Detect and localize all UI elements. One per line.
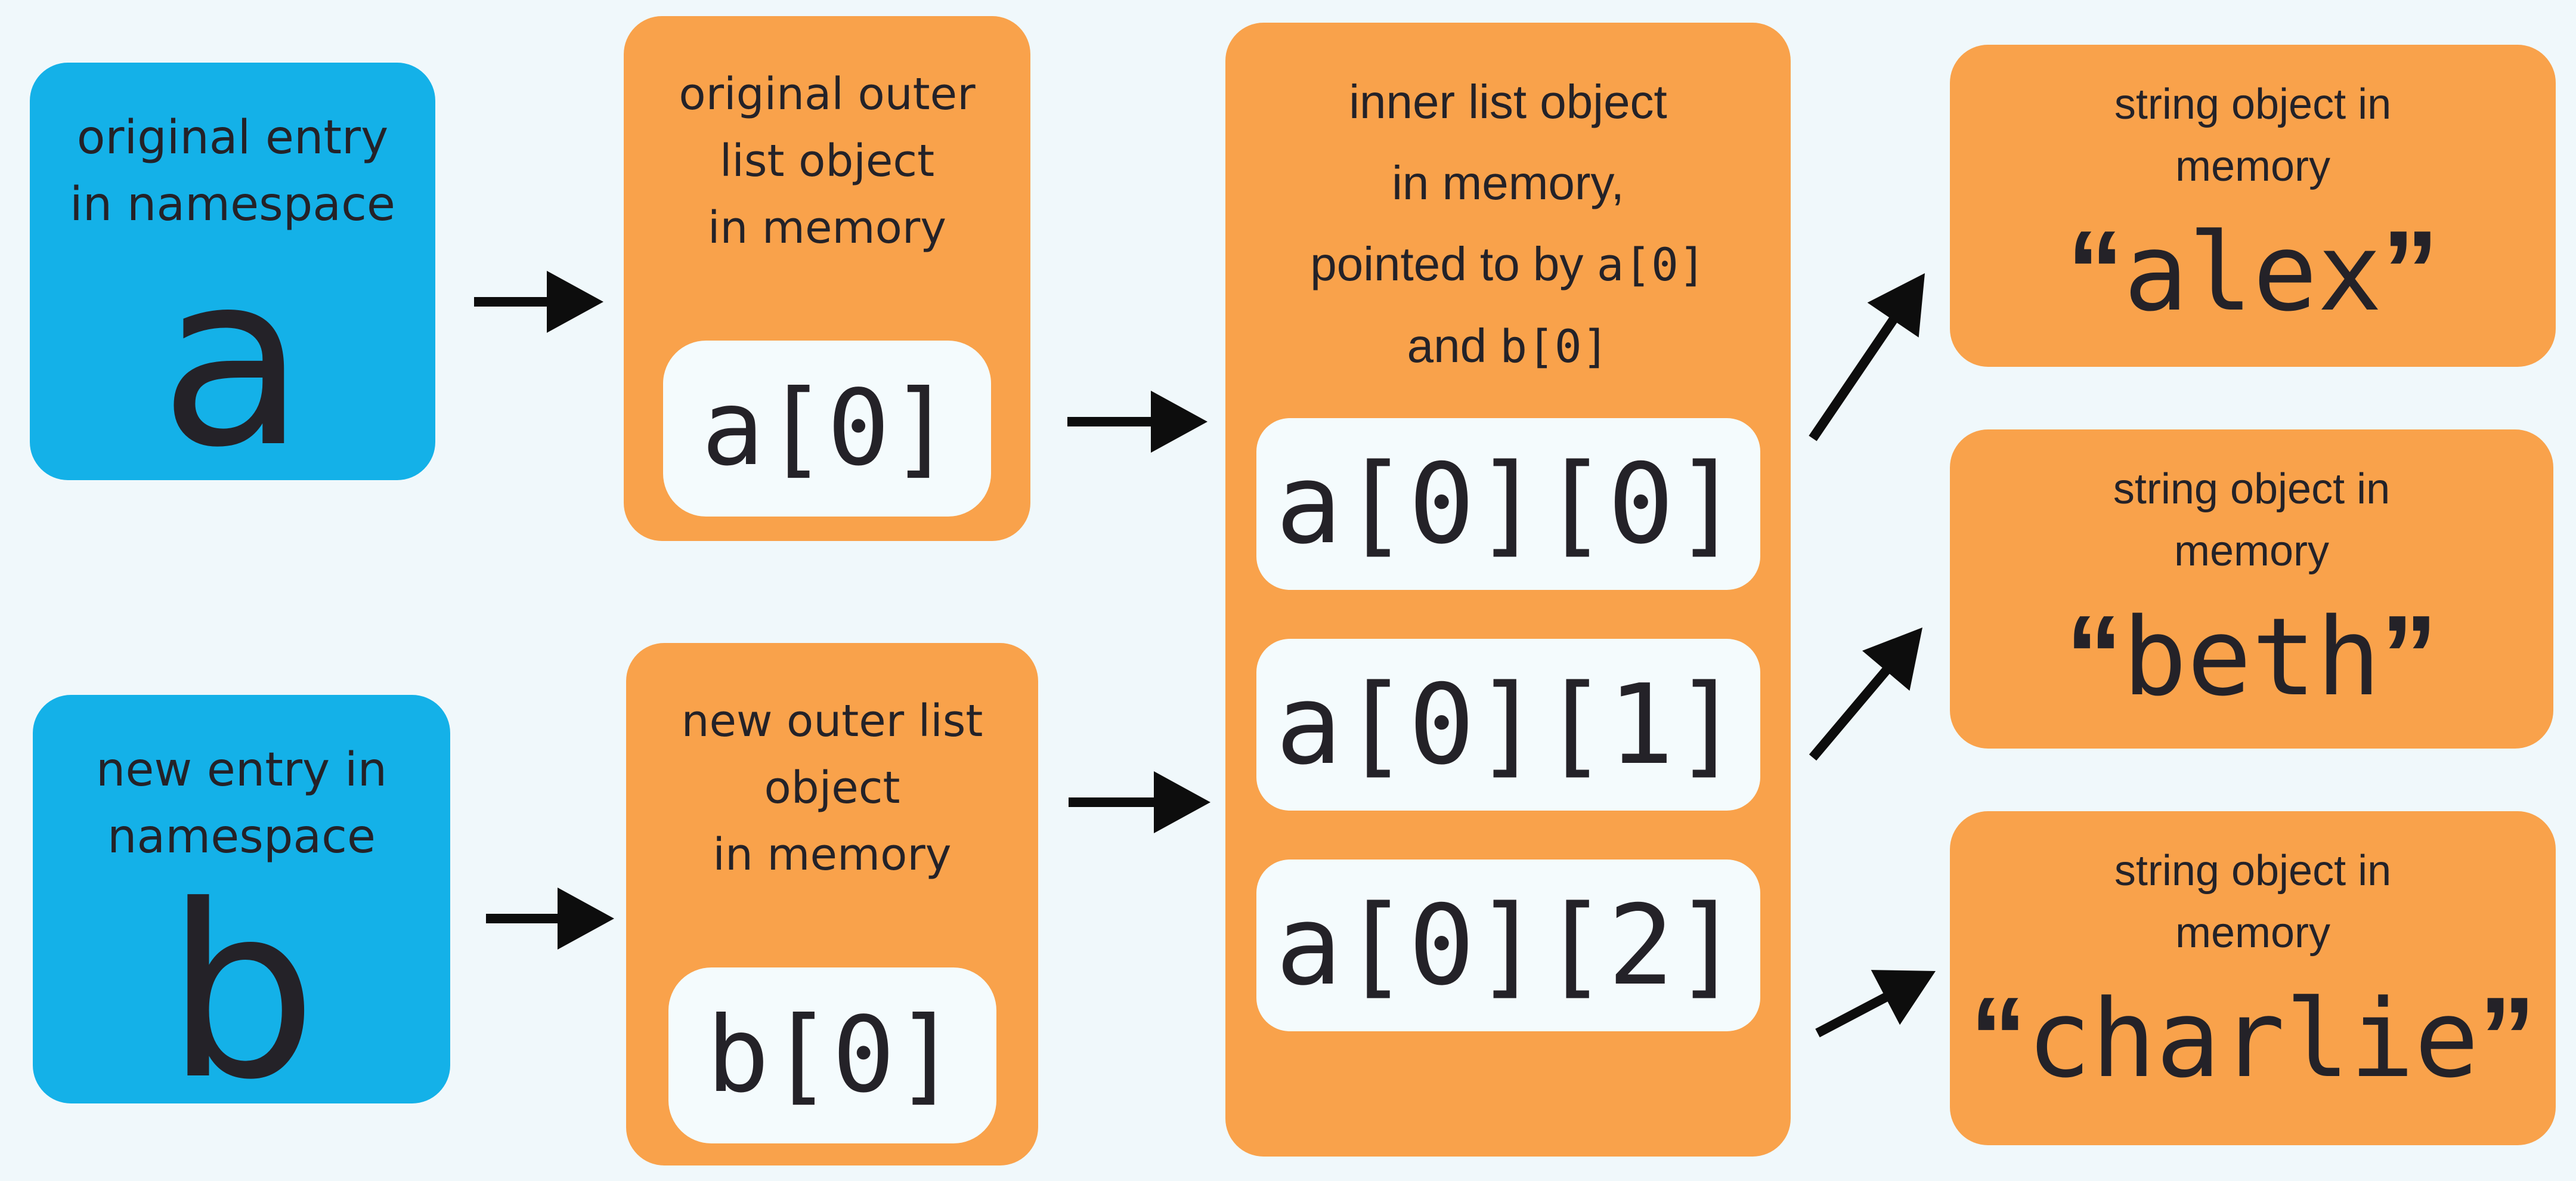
outer-list-b-label-line1: new outer list	[681, 695, 983, 747]
outer-list-a-box: original outer list object in memory a[0…	[624, 16, 1030, 541]
outer-list-b-label-line2: object	[764, 762, 900, 814]
inner-list-cell-2-code: a[0][2]	[1275, 881, 1741, 1010]
string-alex-text: alex	[2123, 211, 2382, 335]
namespace-a-box: original entry in namespace a	[30, 63, 435, 500]
namespace-b-label-line1: new entry in	[95, 743, 388, 797]
string-charlie-label-line1: string object in	[2114, 847, 2392, 895]
inner-list-title-line3: pointed to by a[0]	[1310, 224, 1705, 305]
namespace-a-label-line1: original entry	[76, 111, 389, 165]
namespace-b-letter: b	[166, 855, 317, 1132]
inner-list-title-line4: and b[0]	[1310, 305, 1705, 387]
arrow-outer-list-a-to-inner-list	[1067, 391, 1208, 453]
inner-list-cell-1: a[0][1]	[1256, 639, 1760, 811]
outer-list-b-reference-code: b[0]	[706, 995, 958, 1116]
outer-list-a-reference-pill: a[0]	[663, 341, 991, 517]
outer-list-a-label-line2: list object	[719, 135, 935, 187]
inner-list-box: inner list object in memory, pointed to …	[1225, 23, 1791, 1157]
inner-list-title-line4-text: and	[1407, 319, 1500, 372]
namespace-b-label-line2: namespace	[107, 810, 376, 864]
string-alex-label-line1: string object in	[2114, 81, 2392, 128]
string-charlie-open-quote: “	[1970, 974, 2027, 1100]
namespace-b-box: new entry in namespace b	[33, 695, 450, 1132]
inner-list-cells: a[0][0] a[0][1] a[0][2]	[1256, 418, 1760, 1031]
inner-list-title-line2: in memory,	[1392, 156, 1624, 209]
outer-list-a-label-line3: in memory	[707, 202, 947, 253]
string-beth-text: beth	[2122, 595, 2381, 720]
inner-list-title: inner list object in memory, pointed to …	[1310, 61, 1705, 387]
string-alex-close-quote: ”	[2382, 208, 2439, 334]
inner-list-cell-0-code: a[0][0]	[1275, 440, 1741, 568]
string-alex-value: “alex”	[2067, 206, 2438, 336]
inner-list-cell-0: a[0][0]	[1256, 418, 1760, 590]
string-charlie-label-line2: memory	[2175, 909, 2330, 957]
arrow-cell-a01-to-string-beth	[1809, 627, 1922, 761]
arrow-outer-list-b-to-inner-list	[1069, 771, 1210, 833]
outer-list-b-reference-pill: b[0]	[668, 967, 996, 1143]
arrow-cell-a00-to-string-alex	[1809, 273, 1925, 441]
outer-list-a-label: original outer list object in memory	[679, 16, 975, 261]
string-beth-value: “beth”	[2066, 590, 2437, 721]
string-beth-label-line2: memory	[2174, 527, 2329, 575]
outer-list-a-reference-code: a[0]	[701, 368, 953, 489]
string-alex-label-line2: memory	[2175, 143, 2330, 190]
inner-list-title-line1: inner list object	[1349, 75, 1667, 128]
string-charlie-box: string object in memory “charlie”	[1950, 811, 2556, 1145]
string-charlie-close-quote: ”	[2479, 974, 2536, 1100]
string-beth-label-line1: string object in	[2113, 465, 2391, 513]
string-alex-box: string object in memory “alex”	[1950, 45, 2556, 367]
arrow-namespace-b-to-outer-list-b	[486, 888, 614, 950]
string-alex-open-quote: “	[2067, 208, 2124, 334]
string-beth-box: string object in memory “beth”	[1950, 429, 2553, 749]
inner-list-title-line3-code: a[0]	[1596, 238, 1706, 291]
outer-list-a-label-line1: original outer	[679, 69, 976, 120]
inner-list-title-line4-code: b[0]	[1500, 320, 1609, 373]
arrow-cell-a02-to-string-charlie	[1815, 970, 1936, 1038]
outer-list-b-label-line3: in memory	[713, 829, 952, 880]
string-charlie-text: charlie	[2026, 977, 2479, 1102]
string-charlie-value: “charlie”	[1970, 972, 2536, 1102]
arrow-namespace-a-to-outer-list-a	[474, 271, 603, 333]
inner-list-cell-1-code: a[0][1]	[1275, 660, 1741, 789]
outer-list-b-box: new outer list object in memory b[0]	[626, 643, 1038, 1165]
namespace-a-label-line2: in namespace	[70, 178, 395, 231]
string-beth-close-quote: ”	[2380, 592, 2438, 719]
outer-list-b-label: new outer list object in memory	[682, 643, 983, 888]
namespace-a-letter: a	[159, 222, 306, 500]
string-beth-open-quote: “	[2066, 592, 2123, 719]
inner-list-title-line3-text: pointed to by	[1310, 237, 1597, 290]
inner-list-cell-2: a[0][2]	[1256, 860, 1760, 1031]
